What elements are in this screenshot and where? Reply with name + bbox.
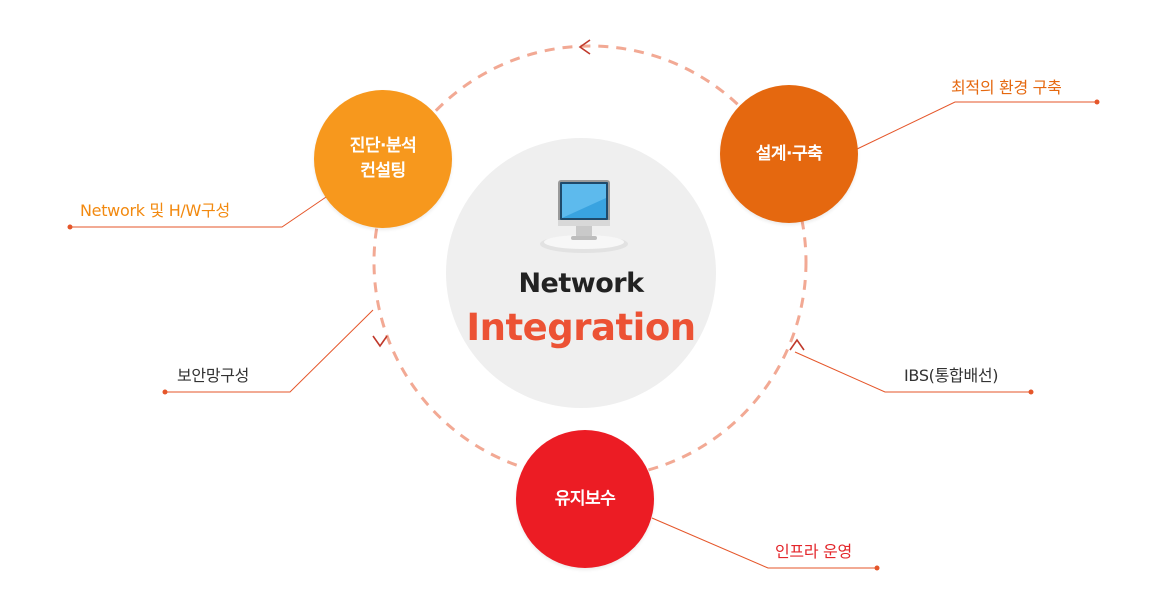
label-network-hw: Network 및 H/W구성 [80,201,230,220]
node-diagnosis-consulting: 진단·분석 컨설팅 [314,90,452,228]
center-subtitle: Integration [466,306,696,349]
node-maintenance-line1: 유지보수 [554,488,616,509]
monitor-icon [540,180,628,253]
leader-optimal-env [854,99,1100,151]
leader-network-hw [67,192,333,230]
label-optimal-env: 최적의 환경 구축 [951,78,1062,97]
arrow-right-icon [789,338,805,351]
center-title: Network [518,268,644,299]
arrow-top-icon [578,39,591,55]
leader-infra [651,517,880,571]
label-security-net: 보안망구성 [177,366,250,385]
node-design-line1: 설계·구축 [755,143,823,164]
node-diagnosis-line1: 진단·분석 [349,136,417,156]
arrow-left-icon [372,335,388,348]
leader-security-net [162,309,374,395]
node-maintenance: 유지보수 [516,430,654,568]
node-diagnosis-line2: 컨설팅 [360,161,406,181]
node-design-build: 설계·구축 [720,85,858,223]
cycle-ring [372,44,808,480]
leader-ibs [794,351,1034,395]
label-infra-ops: 인프라 운영 [775,542,852,561]
label-ibs: IBS(통합배선) [904,366,999,385]
